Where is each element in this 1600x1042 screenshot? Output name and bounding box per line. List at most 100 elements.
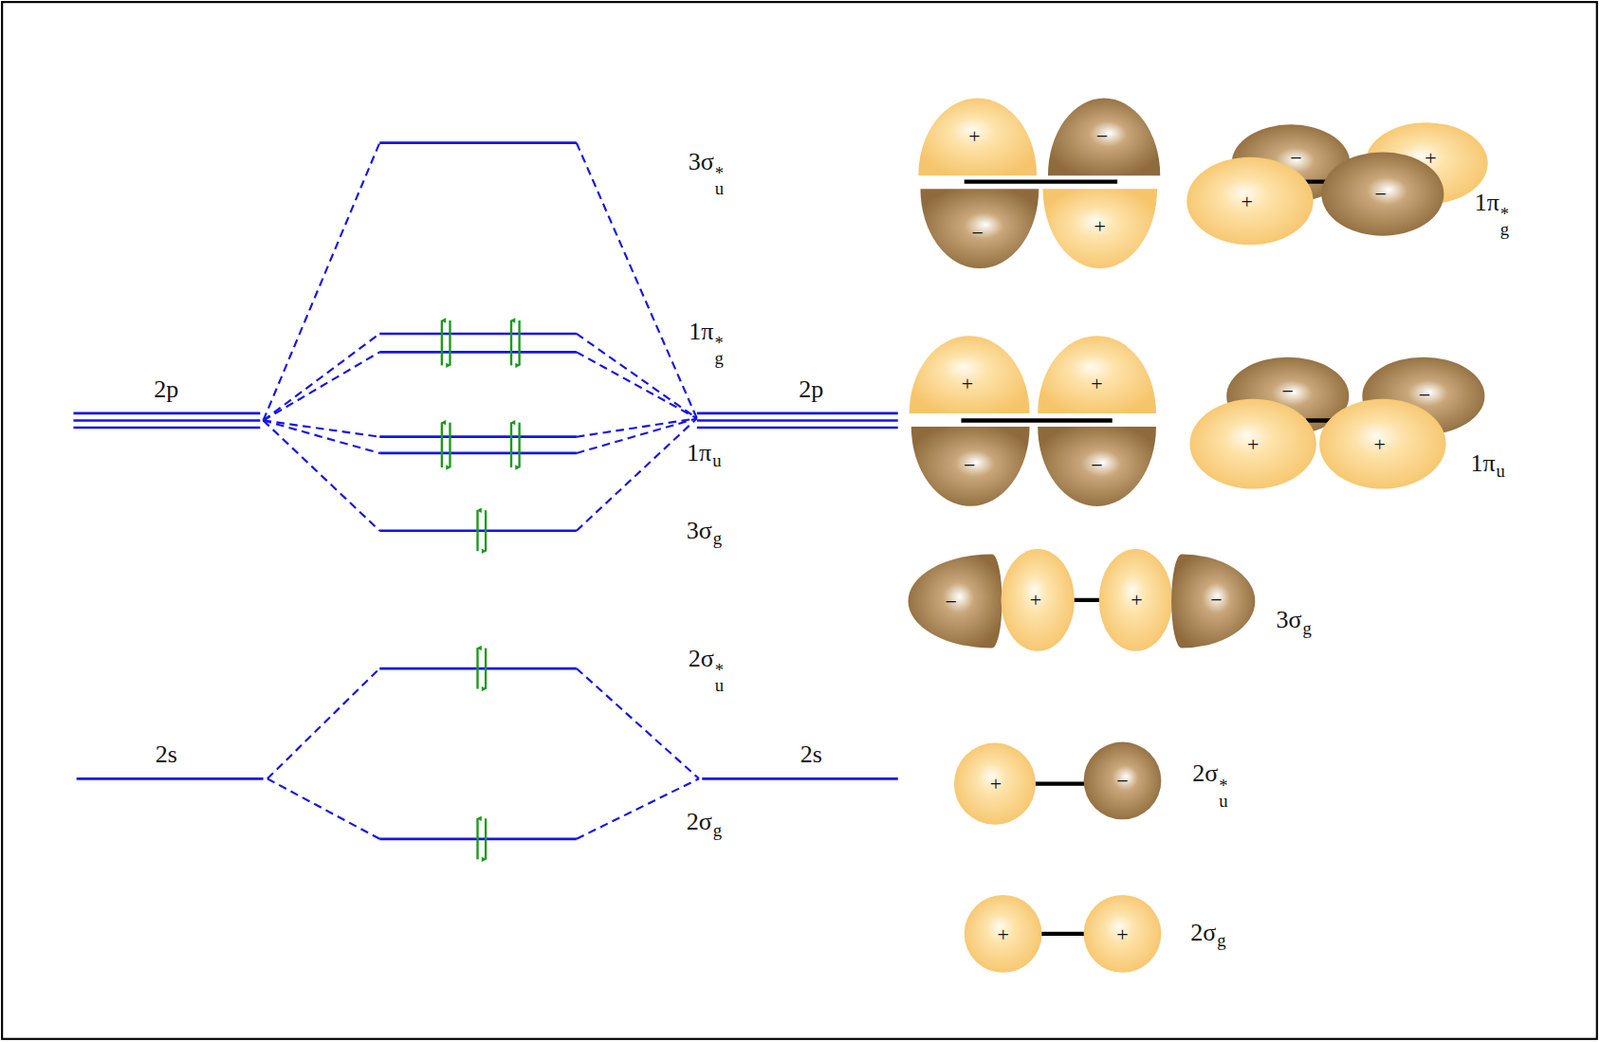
energy-level [379, 350, 577, 354]
orbital-lobe [908, 553, 1003, 648]
orbital-lobe [954, 743, 1036, 826]
orbital-label: 3σg [686, 518, 722, 547]
correlation-line [576, 668, 699, 779]
symmetry-subscript: u [1218, 793, 1228, 810]
phase-sign: + [1373, 434, 1385, 456]
phase-sign: − [1418, 385, 1431, 406]
orbital-label: 3σg [1276, 608, 1312, 637]
phase-sign: − [1090, 455, 1103, 477]
orbital-label: 2σu* [688, 646, 724, 694]
electron-arrow [476, 818, 479, 860]
orbital-label: 2s [155, 742, 178, 768]
phase-sign: + [1241, 191, 1253, 213]
electron-arrow [510, 320, 513, 366]
correlation-line [267, 778, 380, 840]
electron-arrow [441, 422, 443, 468]
orbital-lobe [909, 335, 1030, 414]
orbital-index: g [713, 823, 722, 839]
correlation-line [263, 351, 381, 421]
orbital-label: 2s [800, 742, 823, 768]
orbital-symbol: 2σ [1190, 919, 1216, 947]
antibonding-star: * [1500, 207, 1509, 223]
phase-sign: + [968, 126, 980, 148]
energy-level [379, 435, 577, 439]
phase-sign: + [990, 773, 1002, 795]
energy-level [73, 419, 260, 423]
orbital-lobe [1037, 426, 1157, 507]
orbital-lobe [1171, 553, 1255, 648]
orbital-lobe [919, 188, 1039, 269]
symmetry-subscript: g [714, 350, 723, 367]
orbital-lobe [911, 426, 1030, 507]
energy-level [697, 412, 899, 416]
electron-arrow [448, 320, 451, 366]
phase-sign: − [971, 222, 983, 244]
electron-arrow [517, 320, 520, 366]
orbital-index: u* [1218, 778, 1228, 810]
phase-sign: − [1210, 589, 1222, 611]
orbital-index: g* [1500, 207, 1509, 239]
phase-sign: − [945, 591, 957, 613]
symmetry-subscript: g [1216, 933, 1226, 949]
orbital-index: g [1303, 621, 1312, 637]
orbital-lobe [964, 895, 1043, 974]
orbital-label: 3σu* [688, 149, 724, 197]
phase-sign: − [1374, 183, 1386, 205]
orbital-label: 1πu [1470, 451, 1506, 479]
energy-level [73, 412, 260, 416]
electron-arrow [476, 510, 479, 552]
electron-arrow [476, 648, 479, 690]
orbital-label: 2p [153, 377, 179, 403]
energy-level [697, 419, 899, 423]
phase-sign: + [1247, 434, 1259, 456]
phase-sign: + [961, 373, 974, 395]
electron-arrow [441, 320, 443, 366]
orbital-label: 2p [798, 377, 824, 403]
antibonding-star: * [715, 663, 724, 680]
antibonding-star: * [1218, 778, 1228, 794]
symmetry-subscript: g [1500, 222, 1509, 239]
orbital-label: 2σg [686, 810, 722, 839]
correlation-line [263, 143, 381, 422]
orbital-lobe [1037, 335, 1157, 414]
correlation-line [267, 668, 380, 779]
correlation-line [263, 420, 381, 531]
phase-sign: − [963, 455, 975, 477]
orbital-lobe [964, 179, 1118, 184]
phase-sign: + [1424, 147, 1436, 169]
orbital-index: g [1216, 933, 1226, 949]
orbital-lobe [1000, 549, 1074, 652]
energy-level [379, 141, 577, 145]
correlation-line [576, 351, 698, 419]
orbital-label: 1πg* [688, 319, 724, 367]
orbital-symbol: 3σ [1276, 606, 1303, 635]
energy-level [73, 143, 898, 840]
symmetry-subscript: u [1496, 463, 1506, 479]
electron-arrow [510, 422, 513, 468]
orbital-lobe [1030, 782, 1090, 787]
orbital-label: 2σu* [1192, 762, 1228, 810]
antibonding-star: * [714, 335, 723, 351]
phase-sign: + [1130, 589, 1142, 611]
orbital-lobe [1099, 549, 1173, 652]
correlation-line [576, 418, 698, 531]
phase-sign: − [1282, 381, 1294, 403]
orbital-lobe [1035, 932, 1090, 937]
energy-level [379, 332, 577, 336]
orbital-lobe [1048, 97, 1160, 176]
symmetry-subscript: g [1303, 621, 1312, 637]
orbital-label: 1πg* [1474, 190, 1510, 238]
orbital-index: g* [714, 335, 723, 367]
antibonding-star: * [715, 166, 724, 183]
orbital-label: 1πu [686, 441, 722, 469]
phase-sign: − [1096, 126, 1108, 148]
orbital-symbol: 1π [1470, 449, 1495, 478]
symmetry-subscript: u [712, 454, 721, 470]
electron-arrow [517, 422, 520, 468]
correlation-line [576, 143, 698, 420]
correlation-line [263, 333, 381, 421]
energy-level [697, 426, 899, 430]
